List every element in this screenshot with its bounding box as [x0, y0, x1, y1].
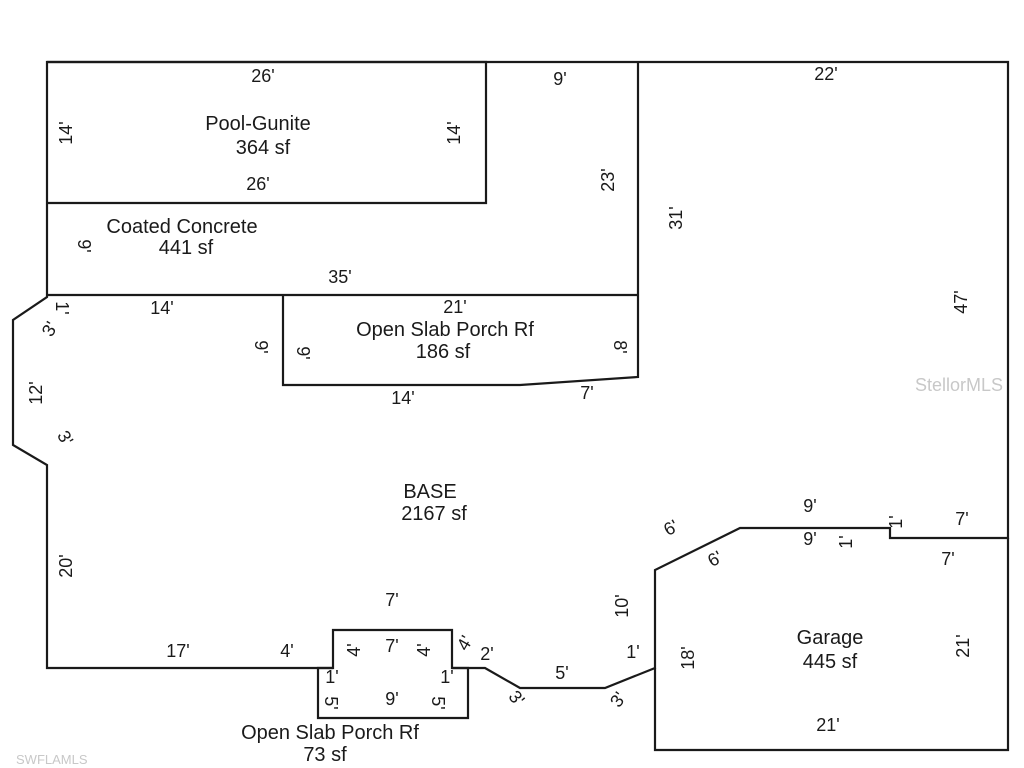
- dim-bottom-7-inner: 7': [385, 636, 398, 656]
- garage-size: 445 sf: [803, 651, 858, 673]
- dim-bottom-4d: 4': [453, 632, 477, 654]
- base-name: BASE: [403, 481, 456, 503]
- dim-garage-1a: 1': [886, 515, 906, 528]
- dim-left-20: 20': [56, 554, 76, 577]
- dim-bottom-7-outer: 7': [385, 590, 398, 610]
- dim-porch-left-9b: 9': [293, 346, 313, 359]
- dim-porch-top-21: 21': [443, 297, 466, 317]
- dim-left-1: 1': [52, 301, 72, 314]
- dim-bottom-5a: 5': [555, 663, 568, 683]
- dim-bottom-4a: 4': [280, 641, 293, 661]
- porch-bottom-size: 73 sf: [303, 744, 347, 766]
- porch-top-size: 186 sf: [416, 341, 471, 363]
- dim-porch-bottom-14: 14': [391, 388, 414, 408]
- dim-pool-left: 14': [56, 121, 76, 144]
- dim-bottom-17: 17': [166, 641, 189, 661]
- dim-garage-21-right: 21': [953, 634, 973, 657]
- concrete-size: 441 sf: [159, 237, 214, 259]
- dim-bottom-5b: 5': [321, 696, 341, 709]
- swflamls-watermark: SWFLAMLS: [16, 752, 88, 767]
- dim-porch-right-8: 8': [610, 340, 630, 353]
- dim-pool-bottom: 26': [246, 174, 269, 194]
- dim-left-3a: 3': [38, 318, 62, 340]
- dim-bottom-2: 2': [480, 644, 493, 664]
- dim-concrete-bottom: 35': [328, 267, 351, 287]
- dim-bottom-1b: 1': [325, 667, 338, 687]
- porch-top-name: Open Slab Porch Rf: [356, 319, 534, 341]
- dim-strip-top: 9': [553, 69, 566, 89]
- porch-bottom-outline: [316, 666, 470, 720]
- dim-bottom-9: 9': [385, 689, 398, 709]
- dim-garage-7a: 7': [955, 509, 968, 529]
- base-size: 2167 sf: [401, 503, 467, 525]
- dim-bottom-3b: 3': [606, 688, 630, 710]
- dim-garage-top-9a: 9': [803, 496, 816, 516]
- dim-garage-18: 18': [678, 646, 698, 669]
- dim-bottom-5c: 5': [428, 696, 448, 709]
- concrete-name: Coated Concrete: [106, 216, 257, 238]
- outline-main: [11, 60, 1010, 690]
- dim-bottom-1a: 1': [626, 642, 639, 662]
- dim-left-14: 14': [150, 298, 173, 318]
- dim-garage-6b: 6': [704, 547, 726, 571]
- dim-porch-bottom-7: 7': [580, 383, 593, 403]
- dim-garage-10: 10': [612, 594, 632, 617]
- dim-top-right: 22': [814, 64, 837, 84]
- dim-porch-left-9a: 9': [251, 340, 271, 353]
- dim-garage-7b: 7': [941, 549, 954, 569]
- dim-concrete-left: 9': [74, 239, 94, 252]
- porch-bottom-name: Open Slab Porch Rf: [241, 722, 419, 744]
- pool-name: Pool-Gunite: [205, 113, 311, 135]
- porch-top-outline: [281, 295, 640, 387]
- dim-right-47: 47': [951, 290, 971, 313]
- dim-left-12: 12': [26, 381, 46, 404]
- dim-bottom-3a: 3': [505, 687, 529, 710]
- dim-garage-1b: 1': [836, 535, 856, 548]
- pool-outline: [47, 60, 488, 205]
- dim-garage-top-9b: 9': [803, 529, 816, 549]
- dim-bottom-4b: 4': [344, 643, 364, 656]
- stellar-mls-watermark: StellorMLS: [915, 375, 1003, 395]
- garage-name: Garage: [797, 627, 864, 649]
- dim-pool-top: 26': [251, 66, 274, 86]
- dim-garage-6a: 6': [660, 516, 682, 540]
- dim-bottom-1c: 1': [440, 667, 453, 687]
- dim-bottom-4c: 4': [414, 643, 434, 656]
- garage-outline: [653, 538, 1010, 752]
- pool-size: 364 sf: [236, 137, 291, 159]
- dim-garage-21-bottom: 21': [816, 715, 839, 735]
- dim-left-3b: 3': [53, 427, 77, 449]
- dim-right-31: 31': [666, 206, 686, 229]
- dim-strip-right: 23': [598, 168, 618, 191]
- dim-pool-right: 14': [444, 121, 464, 144]
